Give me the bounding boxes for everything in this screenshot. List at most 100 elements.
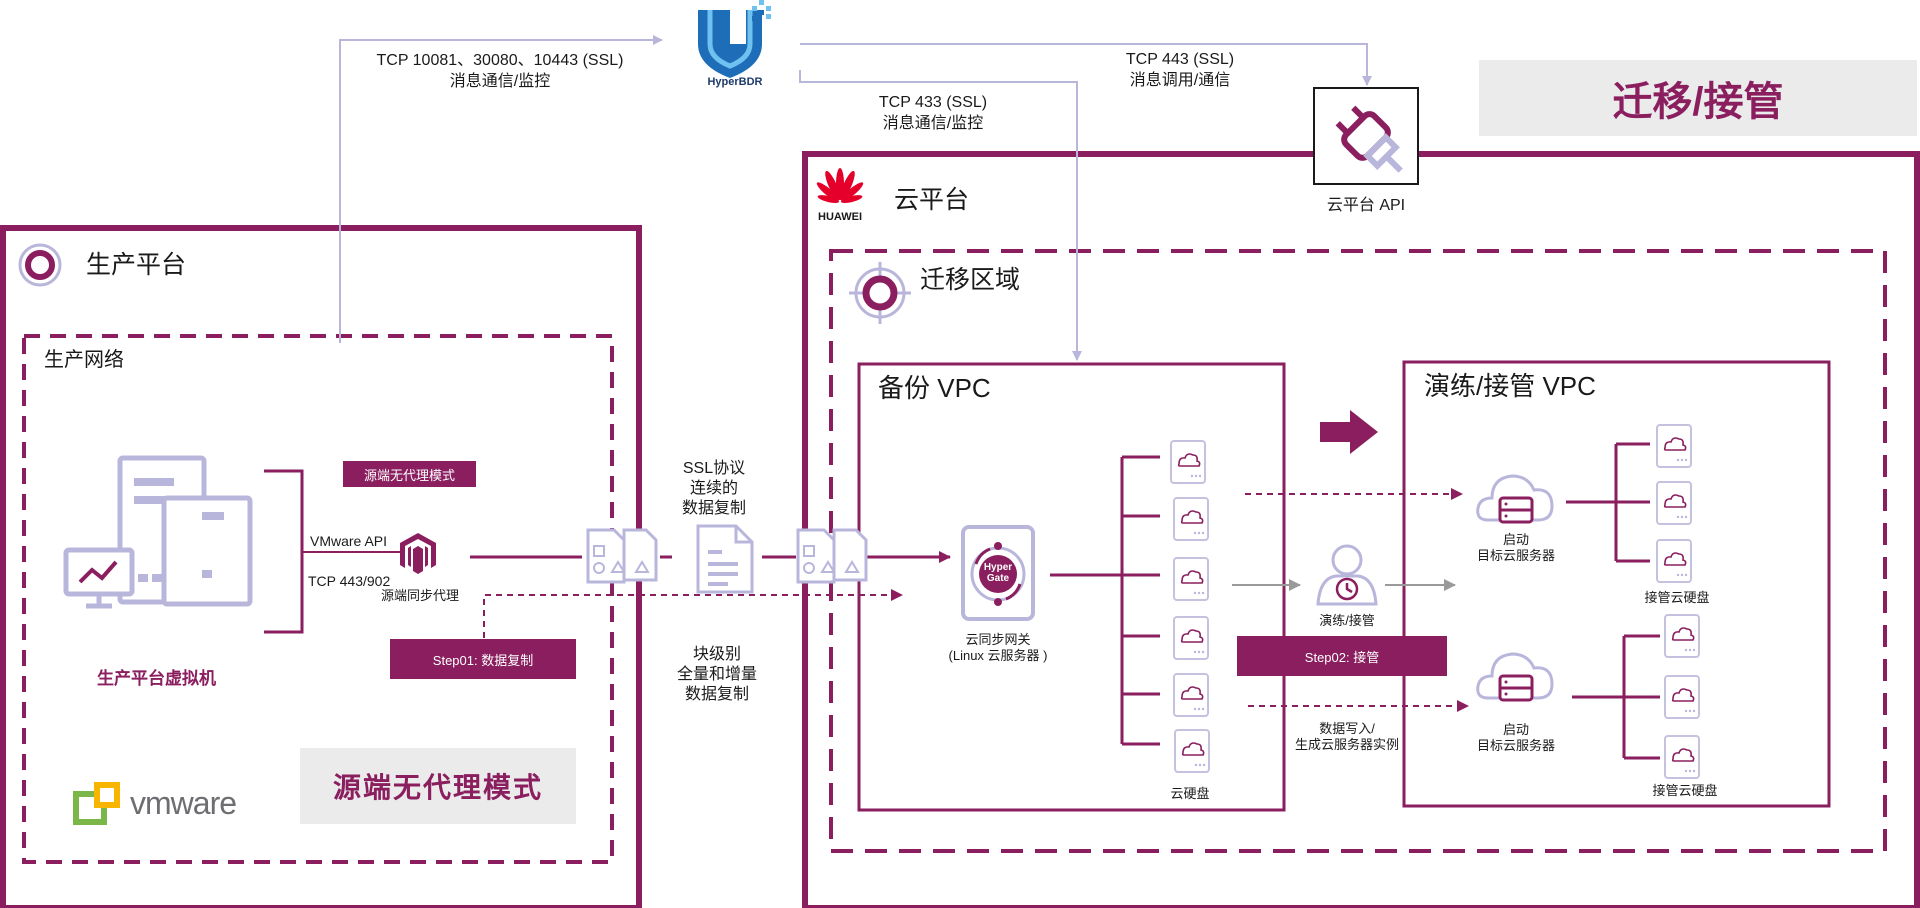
cloud-api-box <box>1313 87 1419 185</box>
target-server-1 <box>1476 464 1556 528</box>
gateway-icon: Hyper Gate <box>960 524 1036 624</box>
gateway-label-2: (Linux 云服务器 ) <box>948 648 1048 663</box>
cloud-disk-icon <box>1173 497 1209 541</box>
mid-desc-label: 消息通信/监控 <box>882 115 984 132</box>
sync-proxy-label: 源端同步代理 <box>380 588 459 603</box>
takeover-disk-label-2: 接管云硬盘 <box>1652 783 1718 798</box>
cloud-disk-icon <box>1173 557 1209 601</box>
document-shapes-icon <box>796 528 868 584</box>
right-arrow-icon <box>1320 410 1378 454</box>
cloud-disk-2 <box>1173 497 1209 546</box>
cloud-disk-3 <box>1173 557 1209 606</box>
left-ports-label: TCP 10081、30080、10443 (SSL) <box>376 52 624 69</box>
backup-vpc-box <box>857 362 1286 812</box>
cloud-server-icon <box>1476 474 1554 524</box>
cloud-disk-icon <box>1664 735 1700 779</box>
drill-person-label: 演练/接管 <box>1319 613 1375 628</box>
hypergate-icon <box>961 525 1035 621</box>
signal-line-api <box>800 43 1372 86</box>
shield-icon <box>698 0 771 78</box>
start-server-2-line-2: 目标云服务器 <box>1476 738 1555 753</box>
person-clock-icon <box>1316 544 1378 606</box>
title-box: 迁移/接管 <box>1479 60 1917 136</box>
cloud-disk-icon <box>1174 729 1210 773</box>
gateway-label-1: 云同步网关 <box>965 632 1031 647</box>
tcp-ports-label: TCP 443/902 <box>308 573 391 589</box>
takeover-disk-1a <box>1656 424 1692 473</box>
takeover-disk-2c <box>1664 735 1700 784</box>
gateway-inner-1: Hyper <box>983 562 1013 573</box>
huawei-logo-text: HUAWEI <box>818 211 862 223</box>
region-icon <box>849 262 911 324</box>
left-desc-label: 消息通信/监控 <box>449 73 551 90</box>
drill-vpc-title: 演练/接管 VPC <box>1424 371 1596 401</box>
cloud-disk-label: 云硬盘 <box>1170 786 1210 801</box>
cloud-disk-5 <box>1173 673 1209 722</box>
write-line-1: 数据写入/ <box>1319 721 1375 736</box>
signal-line-left <box>339 35 663 343</box>
huawei-logo: HUAWEI <box>812 166 868 226</box>
backup-vpc-title: 备份 VPC <box>878 373 991 403</box>
agentless-tag: 源端无代理模式 <box>343 461 476 487</box>
transfer-docs-left <box>584 528 660 584</box>
drill-person <box>1314 542 1380 608</box>
step02-tag: Step02: 接管 <box>1237 636 1447 676</box>
huawei-petal-icon <box>816 168 864 204</box>
takeover-disk-1c <box>1656 539 1692 588</box>
crosshair-icon <box>849 262 911 324</box>
production-network-box <box>22 334 614 864</box>
cloud-disk-6 <box>1174 729 1210 778</box>
cloud-disk-4 <box>1173 616 1209 665</box>
start-server-2-line-1: 启动 <box>1502 722 1529 737</box>
flow-arrow <box>1318 408 1380 456</box>
ssl-line-1: SSL协议 <box>682 460 746 477</box>
cloud-disk-1 <box>1170 440 1206 489</box>
vmware-logo-text: vmware <box>130 785 237 821</box>
transfer-doc <box>694 524 756 596</box>
mid-port-label: TCP 433 (SSL) <box>878 94 988 111</box>
ssl-line-2: 连续的 <box>689 480 738 497</box>
cloud-disk-icon <box>1656 481 1692 525</box>
production-title: 生产平台 <box>86 251 187 279</box>
right-port-label: TCP 443 (SSL) <box>1125 51 1235 68</box>
step01-dashed-arrow <box>483 589 903 638</box>
vm-bracket <box>264 469 304 634</box>
document-icon <box>696 524 754 594</box>
vmware-api-label: VMware API <box>310 533 388 549</box>
production-icon <box>18 243 62 287</box>
target-icon <box>18 243 62 287</box>
vm-label: 生产平台虚拟机 <box>97 669 216 688</box>
vm-illustration <box>62 450 262 612</box>
signal-line-vpc <box>799 70 1082 361</box>
cloud-title: 云平台 <box>894 186 970 214</box>
sync-proxy-icon <box>398 531 438 575</box>
start-server-1-line-1: 启动 <box>1502 532 1529 547</box>
right-desc-label: 消息调用/通信 <box>1129 72 1231 89</box>
takeover-disk-2b <box>1664 675 1700 724</box>
hyperbdr-logo <box>696 0 774 92</box>
cloud-disk-icon <box>1664 675 1700 719</box>
cloud-disk-icon <box>1656 539 1692 583</box>
cloud-server-icon <box>1476 652 1554 702</box>
document-shapes-icon <box>586 528 658 584</box>
ssl-line-3: 数据复制 <box>681 500 746 517</box>
cloud-disk-icon <box>1664 614 1700 658</box>
cloud-disk-icon <box>1656 424 1692 468</box>
production-network-label: 生产网络 <box>44 349 124 371</box>
cloud-api-label: 云平台 API <box>1326 197 1406 214</box>
vmware-logo-icon <box>73 782 120 825</box>
takeover-disk-1b <box>1656 481 1692 530</box>
hyperbdr-label: HyperBDR <box>707 76 763 88</box>
write-line-2: 生成云服务器实例 <box>1294 737 1399 752</box>
takeover-disk-2a <box>1664 614 1700 663</box>
block-line-1: 块级别 <box>692 646 741 663</box>
region-title: 迁移区域 <box>920 266 1021 294</box>
target-server-2 <box>1476 642 1556 706</box>
cloud-disk-icon <box>1173 673 1209 717</box>
plug-icon <box>1335 105 1403 173</box>
step01-tag: Step01: 数据复制 <box>390 639 576 679</box>
cloud-disk-icon <box>1173 616 1209 660</box>
vmware-logo: vmware <box>72 776 262 832</box>
magento-icon <box>400 533 436 574</box>
